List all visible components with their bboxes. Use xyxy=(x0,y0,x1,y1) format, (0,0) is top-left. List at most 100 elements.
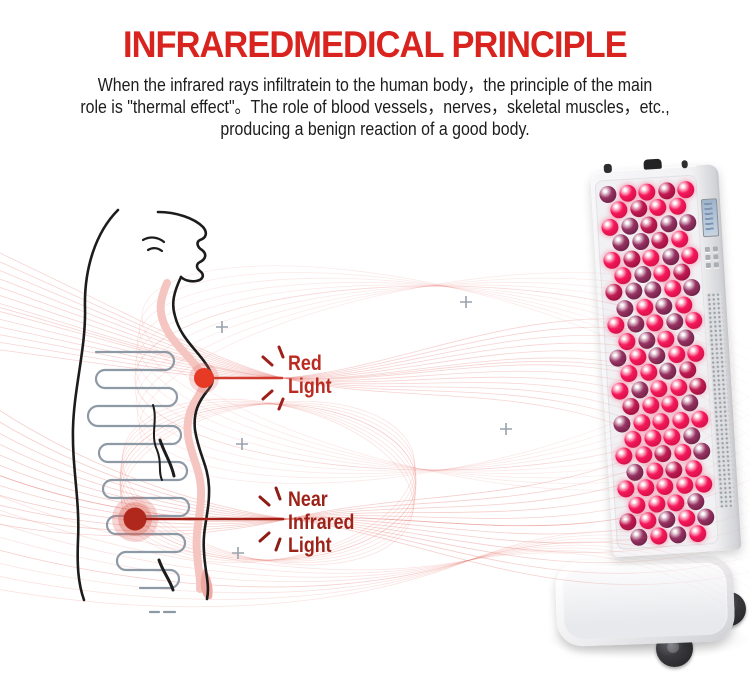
led-light xyxy=(664,460,683,479)
led-light xyxy=(643,281,662,300)
led-light xyxy=(643,429,662,448)
led-light xyxy=(662,427,681,447)
led-light xyxy=(658,362,677,381)
led-light xyxy=(668,526,687,545)
led-light xyxy=(606,316,625,335)
near-infrared-label: Near Infrared Light xyxy=(288,488,354,557)
led-light xyxy=(651,412,670,431)
led-light xyxy=(694,475,713,494)
led-light xyxy=(649,527,668,546)
led-light xyxy=(652,264,671,283)
led-light xyxy=(677,509,696,528)
led-light xyxy=(682,278,701,297)
led-light xyxy=(692,442,711,461)
intro-text: When the infrared rays infiltratein to t… xyxy=(53,74,698,139)
control-button xyxy=(713,254,719,260)
led-light xyxy=(617,332,636,351)
led-light xyxy=(610,381,629,400)
led-light xyxy=(636,478,655,497)
led-light xyxy=(663,280,682,299)
led-light xyxy=(626,315,645,334)
nir-label-line1: Near xyxy=(288,488,328,511)
led-light xyxy=(647,494,666,513)
led-light xyxy=(688,377,707,396)
led-light xyxy=(600,218,619,237)
led-light xyxy=(657,510,676,529)
led-light xyxy=(684,311,703,330)
led-light xyxy=(627,495,646,514)
led-light xyxy=(659,214,678,233)
led-light xyxy=(686,492,705,511)
control-button xyxy=(712,246,719,252)
nir-label-line3: Light xyxy=(288,534,332,557)
led-light xyxy=(631,232,650,251)
led-light xyxy=(619,364,638,383)
intro-line-2: role is "thermal effect"。The role of blo… xyxy=(80,95,670,117)
hanging-hook xyxy=(603,163,613,174)
header: INFRAREDMEDICAL PRINCIPLE When the infra… xyxy=(0,0,750,139)
led-light xyxy=(670,230,689,249)
led-light xyxy=(641,396,660,415)
intro-line-3: producing a benign reaction of a good bo… xyxy=(220,117,530,139)
led-light xyxy=(622,249,641,268)
led-light xyxy=(612,414,631,433)
led-light xyxy=(614,447,633,466)
led-light xyxy=(639,215,658,234)
led-light xyxy=(634,446,653,465)
led-light xyxy=(647,346,666,365)
led-light xyxy=(604,283,623,302)
led-light xyxy=(680,394,699,413)
led-light xyxy=(615,299,634,318)
led-light xyxy=(638,511,657,530)
led-light xyxy=(623,430,642,449)
led-light xyxy=(645,461,664,480)
led-light xyxy=(645,314,664,333)
led-light xyxy=(680,246,699,265)
led-light xyxy=(633,265,652,284)
led-light xyxy=(611,233,630,252)
led-light xyxy=(666,493,685,512)
led-light xyxy=(682,426,701,445)
control-button xyxy=(705,254,711,261)
led-light xyxy=(667,345,686,364)
led-light xyxy=(678,361,697,380)
led-light xyxy=(688,525,707,544)
led-light xyxy=(672,263,691,282)
led-light xyxy=(684,459,703,478)
led-light xyxy=(654,297,673,316)
led-light xyxy=(618,512,637,531)
led-light xyxy=(629,200,648,219)
led-light xyxy=(620,216,639,235)
led-light xyxy=(618,184,637,203)
top-handle xyxy=(643,158,662,170)
led-light xyxy=(661,247,680,266)
led-light xyxy=(665,312,684,331)
led-light xyxy=(690,409,709,428)
led-light xyxy=(639,363,658,382)
nir-label-line2: Infrared xyxy=(288,511,355,534)
lcd-screen xyxy=(700,198,720,238)
red-light-label: Red Light xyxy=(288,352,332,398)
led-light xyxy=(616,480,635,499)
led-light xyxy=(696,508,715,527)
control-buttons xyxy=(704,246,720,269)
led-light xyxy=(657,181,676,200)
led-light xyxy=(656,329,675,348)
lcd-segments xyxy=(704,202,714,232)
led-light xyxy=(678,213,697,232)
led-light xyxy=(624,282,643,301)
page-title: INFRAREDMEDICAL PRINCIPLE xyxy=(123,24,628,65)
led-light xyxy=(637,330,656,349)
led-light xyxy=(671,411,690,430)
led-light xyxy=(653,444,672,463)
led-light xyxy=(632,413,651,432)
control-button xyxy=(704,246,711,253)
led-light xyxy=(641,248,660,267)
led-light xyxy=(630,380,649,399)
red-light-label-line1: Red xyxy=(288,352,322,375)
led-light xyxy=(673,443,692,462)
led-light xyxy=(649,379,668,398)
device-base xyxy=(554,554,736,648)
led-light xyxy=(676,180,695,199)
